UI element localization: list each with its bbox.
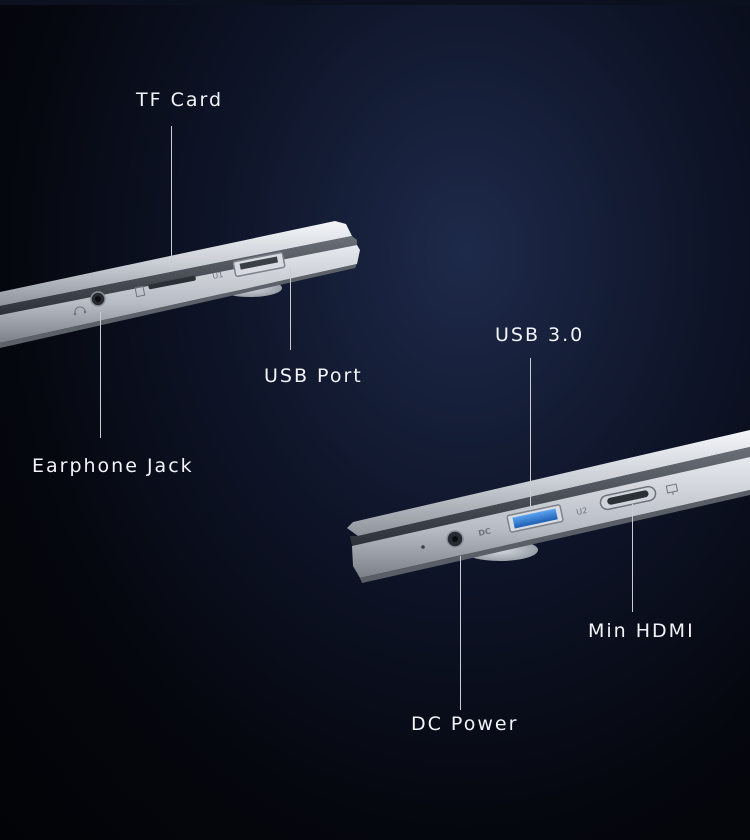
top-edge-strip xyxy=(0,0,750,5)
callout-line-earphone-jack xyxy=(100,312,102,438)
laptop-lid xyxy=(347,430,750,536)
label-tf-card: TF Card xyxy=(136,89,224,111)
u2-marking: U2 xyxy=(576,506,589,517)
dc-marking: DC xyxy=(478,527,492,538)
dc-power-jack xyxy=(446,530,464,548)
laptop-hinge xyxy=(350,447,750,546)
mini-hdmi-port xyxy=(599,485,657,511)
usb-port-u1 xyxy=(232,251,286,278)
u1-marking: U1 xyxy=(212,270,224,281)
status-led xyxy=(421,545,425,549)
callout-line-tf-card xyxy=(171,126,173,271)
callout-line-min-hdmi xyxy=(632,504,634,612)
tf-card-slot xyxy=(148,275,196,290)
callout-line-dc-power xyxy=(460,556,462,710)
sd-card-icon xyxy=(134,285,146,298)
callout-line-usb3 xyxy=(530,358,532,510)
laptop-base-edge xyxy=(0,264,357,348)
laptop-lid xyxy=(0,221,352,306)
label-usb-port: USB Port xyxy=(264,365,363,387)
label-min-hdmi: Min HDMI xyxy=(588,620,695,642)
monitor-icon xyxy=(665,483,679,495)
laptop-side-view-left: U1 xyxy=(0,221,360,348)
label-dc-power: DC Power xyxy=(411,713,519,735)
label-usb3: USB 3.0 xyxy=(495,324,585,346)
label-earphone-jack: Earphone Jack xyxy=(32,455,194,477)
headphone-icon xyxy=(73,306,87,316)
usb3-port xyxy=(506,504,564,533)
laptop-base-edge xyxy=(360,490,750,583)
laptop-side-view-right: U2 DC xyxy=(347,430,750,583)
callout-line-usb-port xyxy=(290,268,292,350)
earphone-jack xyxy=(90,291,106,307)
